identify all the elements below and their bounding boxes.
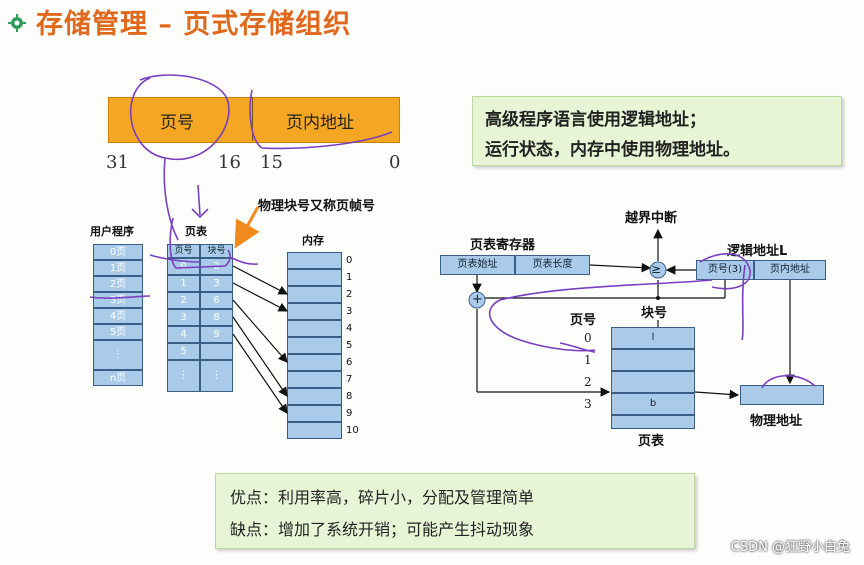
page-table-block: 6	[200, 292, 233, 309]
user-page: ⋮	[93, 340, 143, 370]
translation-page-table: l b	[611, 327, 695, 429]
translation-page-numbers: 0 1 2 3	[584, 327, 592, 415]
user-page: 4页	[93, 308, 143, 324]
translation-page-number: 0	[584, 331, 592, 345]
frame-number-note: 物理块号又称页帧号	[258, 199, 376, 214]
compare-node	[649, 261, 667, 279]
translation-table-title: 页表	[638, 434, 665, 449]
memory-block-numbers: 0 1 2 3 4 5 6 7 8 9 10	[346, 252, 359, 439]
memory-block-number: 4	[346, 323, 353, 334]
page-table-block: 3	[200, 275, 233, 292]
add-symbol: +	[472, 292, 483, 307]
page-table-block: ⋮	[200, 360, 233, 392]
memory-block	[287, 422, 342, 439]
watermark: CSDN @狂野小白兔	[730, 540, 850, 555]
address-divider	[252, 97, 253, 141]
translation-table-cell	[611, 415, 695, 429]
memory-block-number: 10	[346, 425, 359, 436]
bullet-icon	[8, 14, 26, 32]
memory-block-number: 9	[346, 408, 353, 419]
user-program-title: 用户程序	[90, 225, 134, 238]
user-page: 5页	[93, 324, 143, 340]
page-table-block: 8	[200, 309, 233, 326]
cons-text: 缺点：增加了系统开销；可能产生抖动现象	[230, 520, 535, 539]
translation-table-cell	[611, 349, 695, 371]
note-line-1: 高级程序语言使用逻辑地址；	[485, 110, 706, 130]
page-table-page: 3	[167, 309, 200, 326]
user-page: n页	[93, 370, 143, 386]
page-number-field: 页号	[160, 113, 194, 133]
address-note-box: 高级程序语言使用逻辑地址； 运行状态，内存中使用物理地址。	[472, 96, 842, 166]
logical-address-register: 页号(3) 页内地址	[696, 260, 826, 280]
page-table-title: 页表	[185, 225, 207, 238]
bit-0-label: 0	[389, 152, 401, 173]
bit-15-label: 15	[260, 152, 283, 173]
bit-16-label: 16	[218, 152, 241, 173]
page-table-header-page: 页号	[167, 244, 200, 258]
page-number-column-label: 页号	[570, 313, 597, 328]
page-table-header-block: 块号	[200, 244, 233, 258]
user-page: 1页	[93, 260, 143, 276]
memory-block	[287, 269, 342, 286]
register-length-cell: 页表长度	[515, 255, 590, 275]
register-start-cell: 页表始址	[440, 255, 515, 275]
logical-page-number-cell: 页号(3)	[696, 260, 754, 280]
user-program-column: 0页 1页 2页 3页 4页 5页 ⋮ n页	[93, 244, 143, 386]
logical-offset-cell: 页内地址	[754, 260, 826, 280]
note-line-2: 运行状态，内存中使用物理地址。	[485, 140, 740, 160]
block-number-column-label: 块号	[641, 306, 668, 321]
user-page: 2页	[93, 276, 143, 292]
summary-box: 优点：利用率高，碎片小，分配及管理简单 缺点：增加了系统开销；可能产生抖动现象	[215, 473, 695, 549]
out-of-bounds-interrupt-label: 越界中断	[625, 211, 678, 226]
compare-symbol: ≥	[651, 262, 662, 276]
user-page: 3页	[93, 292, 143, 308]
page-table-page: 4	[167, 326, 200, 343]
logical-address-label: 逻辑地址L	[727, 244, 788, 259]
memory-block-number: 8	[346, 391, 353, 402]
page-title: 存储管理 – 页式存储组织	[36, 9, 352, 40]
physical-address-label: 物理地址	[750, 414, 803, 429]
physical-address-box	[740, 385, 824, 405]
page-table-block	[200, 343, 233, 360]
page-table-page: ⋮	[167, 360, 200, 392]
memory-block	[287, 371, 342, 388]
translation-table-cell: b	[611, 393, 695, 415]
memory-block	[287, 320, 342, 337]
page-offset-field: 页内地址	[286, 113, 354, 133]
pros-text: 优点：利用率高，碎片小，分配及管理简单	[230, 488, 535, 507]
page-table-register: 页表始址 页表长度	[440, 255, 590, 275]
memory-block-number: 6	[346, 357, 353, 368]
user-page: 0页	[93, 244, 143, 260]
memory-block-number: 3	[346, 306, 353, 317]
memory-block-number: 1	[346, 272, 353, 283]
adder-node	[468, 291, 486, 309]
translation-page-number: 1	[584, 353, 592, 367]
page-table-register-title: 页表寄存器	[470, 238, 536, 253]
memory-block-number: 5	[346, 340, 353, 351]
memory-block-number: 0	[346, 255, 353, 266]
memory-block-number: 7	[346, 374, 353, 385]
memory-title: 内存	[302, 234, 324, 247]
translation-page-number: 3	[584, 397, 592, 411]
translation-table-cell: l	[611, 327, 695, 349]
page-table-page: 5	[167, 343, 200, 360]
translation-table-cell	[611, 371, 695, 393]
memory-block-number: 2	[346, 289, 353, 300]
memory-block	[287, 252, 342, 269]
page-table-page: 2	[167, 292, 200, 309]
bit-31-label: 31	[106, 152, 129, 173]
page-table-block: 9	[200, 326, 233, 343]
translation-page-number: 2	[584, 375, 592, 389]
page-table-page: 1	[167, 275, 200, 292]
memory-block	[287, 337, 342, 354]
